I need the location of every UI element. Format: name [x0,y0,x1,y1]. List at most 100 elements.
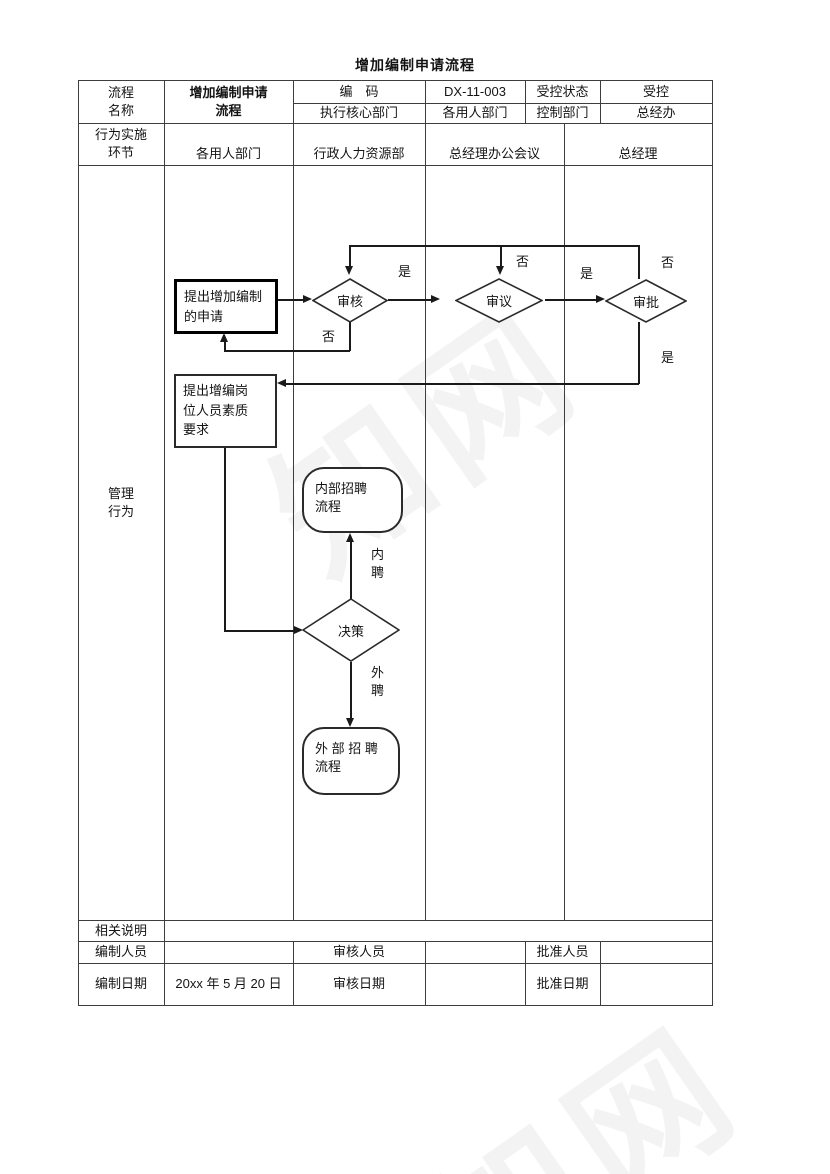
table-line [78,920,713,921]
table-line [293,80,294,920]
arrowhead [596,295,605,303]
review-diamond: 审议 [455,278,543,323]
external-branch-label: 外 聘 [371,664,384,700]
arrowhead [346,718,354,727]
audit-diamond: 审核 [312,278,388,323]
table-line [525,941,526,1005]
text-line: 行为 [107,503,134,519]
flow-line [349,245,351,266]
apply-box: 提出增加编制 的申请 [174,279,278,334]
table-line [712,80,713,1005]
arrowhead [346,533,354,542]
diamond-label: 审批 [632,294,659,310]
table-line [564,123,565,920]
management-behavior-label: 管理 行为 [78,165,164,920]
table-line [600,80,601,123]
flow-line [638,322,640,384]
flow-line [500,245,502,266]
table-line [293,103,713,104]
flow-line [224,630,295,632]
lane-header-gm: 总经理 [618,146,658,162]
text-line: 流程 [315,499,342,515]
make-date-label: 编制日期 [94,976,147,992]
external-recruiting-box: 外 部 招 聘 流程 [302,727,400,795]
lane-header-hr-dept: 行政人力资源部 [313,146,405,162]
flow-line [349,322,351,351]
control-dept-value: 总经办 [636,105,676,121]
table-line [600,941,601,1005]
control-dept-label: 控制部门 [536,105,589,121]
text-line: 外 [371,665,385,680]
arrowhead [345,266,353,275]
diamond-shape [312,278,388,323]
flow-line [638,245,640,279]
lane-header-user-dept: 各用人部门 [195,146,261,162]
audit-date-label: 审核日期 [332,976,385,992]
code-label: 编 码 [339,83,379,99]
table-line [78,963,713,964]
notes-label: 相关说明 [94,922,147,938]
maker-label: 编制人员 [94,944,147,960]
yes-label: 是 [398,264,412,279]
text-line: 环节 [107,145,134,160]
table-line [164,80,165,1005]
make-date-value: 20xx 年 5 月 20 日 [164,963,293,1005]
controlled-state-label: 受控状态 [536,83,589,99]
table-line [78,941,713,942]
arrowhead [294,626,303,634]
text-line: 要求 [183,422,210,437]
approve-diamond: 审批 [605,279,687,323]
text-line: 行为实施 [94,127,147,143]
no-label: 否 [322,329,336,344]
flow-line [285,383,639,385]
arrowhead [277,379,286,387]
text-line: 提出增编岗 [183,383,249,398]
page-title: 增加编制申请流程 [355,57,475,73]
text-line: 内 [371,547,385,562]
flow-line [349,245,640,247]
text-line: 20xx 年 5 月 20 日 [175,976,282,992]
flow-line [350,662,352,719]
table-line [78,80,79,1005]
table-line [78,165,713,166]
table-line [78,80,713,81]
lane-row-label: 行为实施 环节 [78,123,164,165]
flow-line [224,350,350,352]
table-line [293,941,294,1005]
flow-line [350,541,352,599]
diamond-label: 审议 [485,294,512,309]
table-line [425,941,426,1005]
yes-label: 是 [661,350,675,365]
lane-header-gm-meeting: 总经理办公会议 [448,146,540,162]
exec-dept-label: 执行核心部门 [319,105,398,121]
flow-line [388,299,432,301]
text-line: 管理 [107,485,134,501]
table-line [78,1005,713,1006]
quality-requirement-box: 提出增编岗 位人员素质 要求 [174,374,277,448]
text-line: 流程 [107,84,134,100]
arrowhead [431,295,440,303]
no-label: 否 [516,254,530,269]
diamond-label: 审核 [336,294,363,309]
text-line: 流程 [315,759,342,775]
table-line [78,123,713,124]
arrowhead [220,333,228,342]
diamond-label: 决策 [337,623,364,639]
internal-recruiting-box: 内部招聘 流程 [302,467,403,533]
text-line: 内部招聘 [315,481,368,496]
exec-dept-value: 各用人部门 [442,105,508,121]
decision-diamond: 决策 [302,598,400,662]
code-value: DX-11-003 [444,83,506,99]
flow-line [224,341,226,351]
arrowhead [303,295,312,303]
text-line: 流程 [215,102,242,118]
controlled-state-value: 受控 [642,83,669,99]
text-line: 位人员素质 [183,402,249,418]
arrowhead [496,266,504,275]
no-label: 否 [661,255,675,270]
diamond-shape [302,598,400,662]
approve-date-label: 批准日期 [536,976,589,992]
table-line [525,80,526,123]
process-name-value: 增加编制申请 流程 [164,80,293,123]
